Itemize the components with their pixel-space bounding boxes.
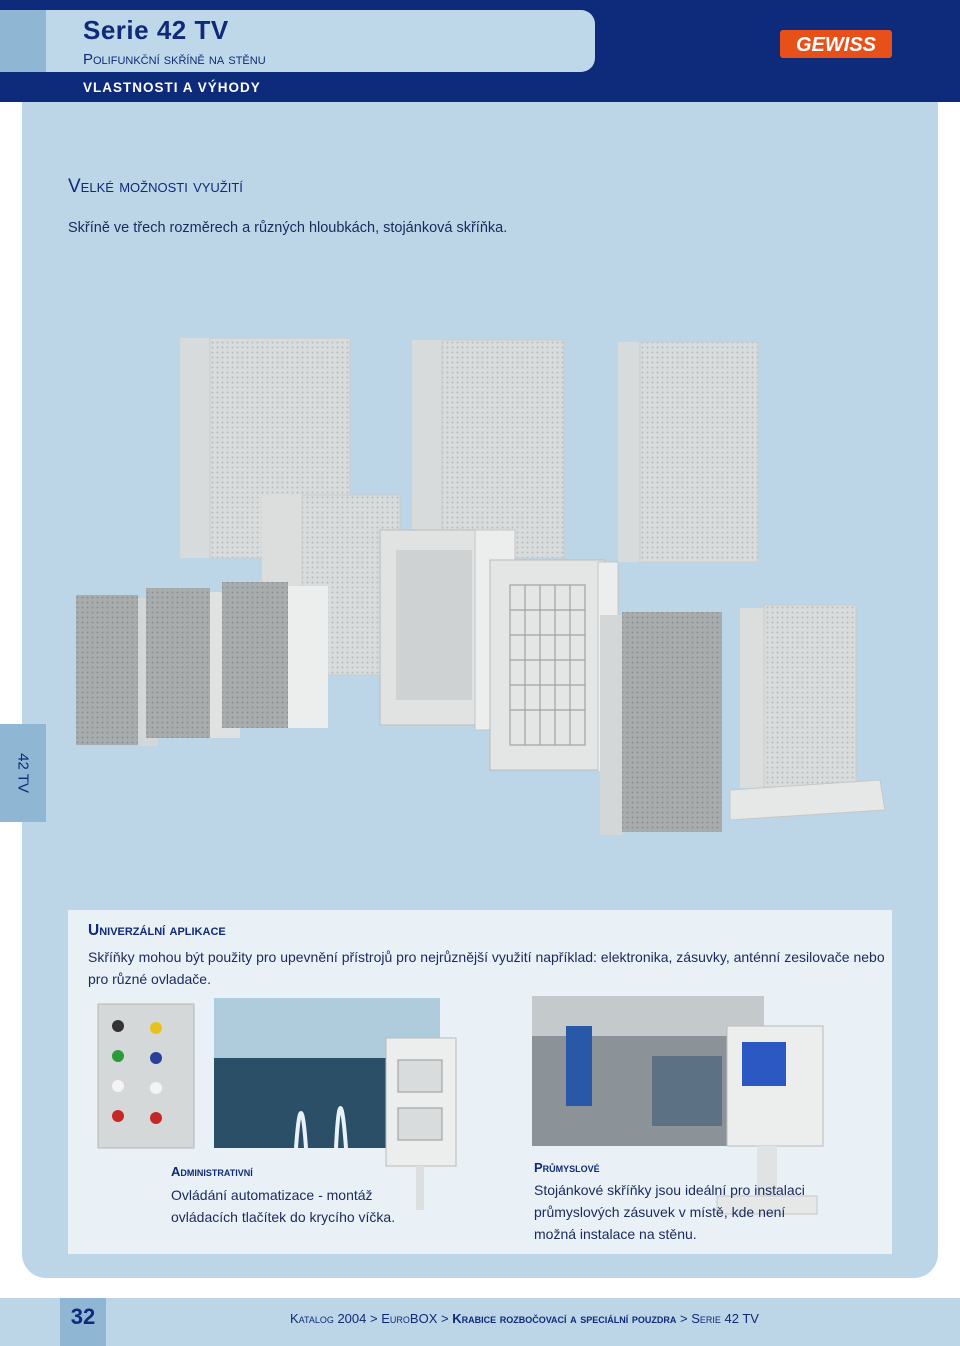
cabinet-open-2 xyxy=(489,559,619,773)
breadcrumb-eurobox[interactable]: EuroBOX xyxy=(381,1311,438,1326)
cabinet-small-1 xyxy=(76,595,158,746)
applications-box: Univerzální aplikace Skříňky mohou být p… xyxy=(68,910,892,1254)
section-description: Skříně ve třech rozměrech a různých hlou… xyxy=(68,220,508,236)
footer-bar xyxy=(0,1298,960,1346)
industrial-text-line3: možná instalace na stěnu. xyxy=(534,1226,697,1242)
industrial-illustration xyxy=(532,996,824,1215)
breadcrumb-separator: > xyxy=(440,1311,449,1326)
admin-title: Administrativní xyxy=(171,1164,253,1179)
cabinet-large-2 xyxy=(412,339,565,559)
breadcrumb-series[interactable]: Serie 42 TV xyxy=(691,1311,759,1326)
breadcrumb-catalog[interactable]: Katalog 2004 xyxy=(290,1311,367,1326)
cabinet-pedestal xyxy=(729,604,886,821)
admin-illustration xyxy=(97,998,457,1210)
applications-description: Skříňky mohou být použity pro upevnění p… xyxy=(88,949,885,987)
industrial-title: Průmyslové xyxy=(534,1160,600,1175)
side-tab: 42 TV xyxy=(0,724,46,822)
side-tab-label: 42 TV xyxy=(14,753,32,793)
series-subtitle: Polifunkční skříně na stěnu xyxy=(83,51,266,68)
admin-text-line1: Ovládání automatizace - montáž xyxy=(171,1187,373,1203)
header-tab-strip xyxy=(0,10,46,72)
cabinet-front xyxy=(600,612,722,835)
industrial-text-line1: Stojánkové skříňky jsou ideální pro inst… xyxy=(534,1182,805,1198)
header-tab xyxy=(0,10,595,72)
section-title: Velké možnosti využití xyxy=(68,176,243,197)
cabinet-small-3 xyxy=(222,582,328,728)
product-photo xyxy=(76,337,886,835)
series-title: Serie 42 TV xyxy=(83,15,229,45)
applications-title: Univerzální aplikace xyxy=(88,922,226,939)
svg-text:GEWISS: GEWISS xyxy=(796,34,877,56)
breadcrumb-separator: > xyxy=(370,1311,378,1326)
breadcrumb: Katalog 2004 > EuroBOX > Krabice rozbočo… xyxy=(290,1311,759,1326)
page-number: 32 xyxy=(70,1304,96,1329)
cabinet-large-3 xyxy=(618,341,759,563)
gewiss-logo: GEWISS xyxy=(780,30,892,58)
header-strip-label: VLASTNOSTI A VÝHODY xyxy=(83,80,261,95)
industrial-text-line2: průmyslových zásuvek v místě, kde není xyxy=(534,1204,786,1220)
breadcrumb-category[interactable]: Krabice rozbočovací a speciální pouzdra xyxy=(452,1311,677,1326)
admin-text-line2: ovládacích tlačítek do krycího víčka. xyxy=(171,1209,396,1225)
breadcrumb-separator: > xyxy=(680,1311,688,1326)
page-number-box xyxy=(60,1298,106,1346)
